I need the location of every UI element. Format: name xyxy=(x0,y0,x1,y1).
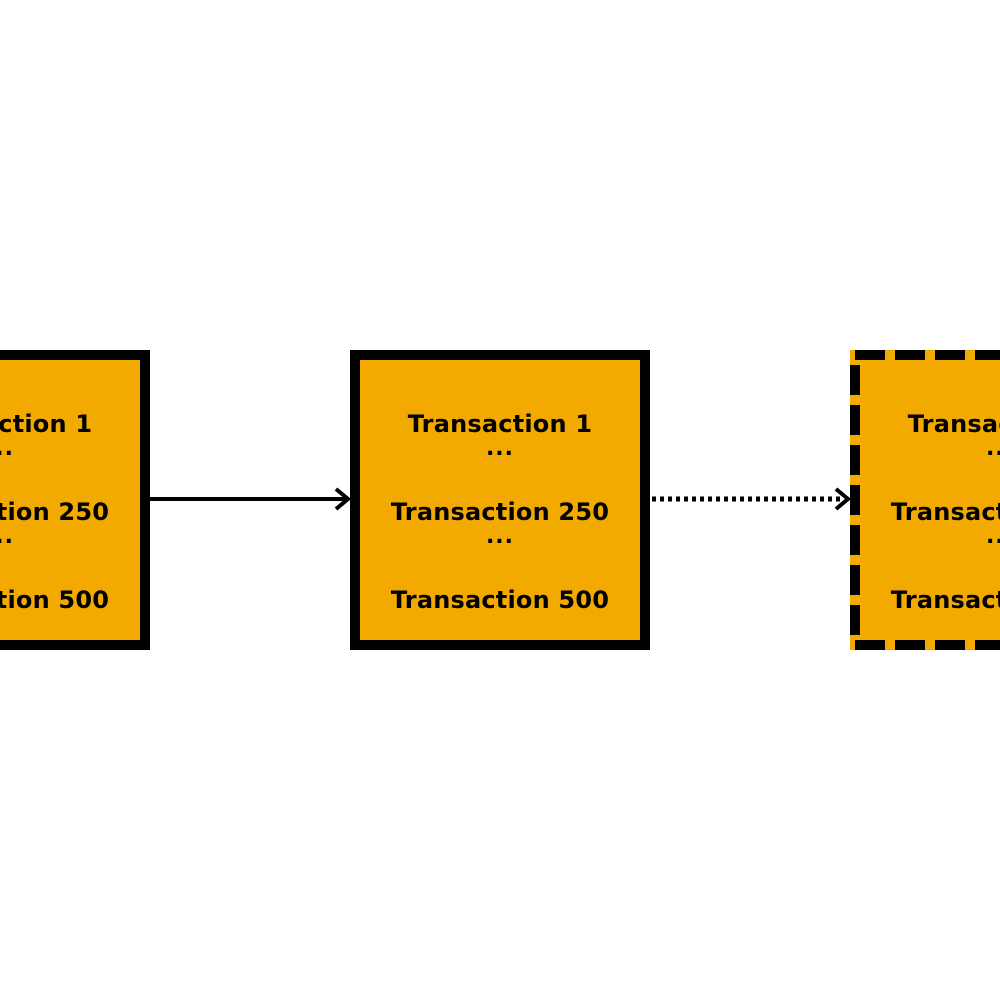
block-current: Transaction 1 ... Transaction 250 ... Tr… xyxy=(350,350,650,650)
block-current-ellipsis-top: ... xyxy=(485,436,515,461)
block-next-ellipsis-bottom: ... xyxy=(985,524,1000,549)
block-previous-ellipsis-bottom: ... xyxy=(0,524,15,549)
block-previous-transaction-last: Transaction 500 xyxy=(0,586,110,614)
connector-dotted-arrow xyxy=(652,487,852,511)
block-current-ellipsis-bottom: ... xyxy=(485,524,515,549)
block-next-ellipsis-top: ... xyxy=(985,436,1000,461)
block-current-transaction-last: Transaction 500 xyxy=(390,586,610,614)
block-previous-transaction-first: Transaction 1 xyxy=(0,410,93,438)
block-previous: Transaction 1 ... Transaction 250 ... Tr… xyxy=(0,350,150,650)
block-current-transaction-middle: Transaction 250 xyxy=(390,498,610,526)
block-previous-transaction-middle: Transaction 250 xyxy=(0,498,110,526)
connector-solid-arrow xyxy=(150,487,352,511)
block-previous-ellipsis-top: ... xyxy=(0,436,15,461)
block-current-transaction-first: Transaction 1 xyxy=(407,410,593,438)
block-next-transaction-first: Transaction 1 xyxy=(907,410,1000,438)
block-next-transaction-last: Transaction 500 xyxy=(890,586,1000,614)
block-next-transaction-middle: Transaction 250 xyxy=(890,498,1000,526)
block-next-pending: Transaction 1 ... Transaction 250 ... Tr… xyxy=(850,350,1000,650)
